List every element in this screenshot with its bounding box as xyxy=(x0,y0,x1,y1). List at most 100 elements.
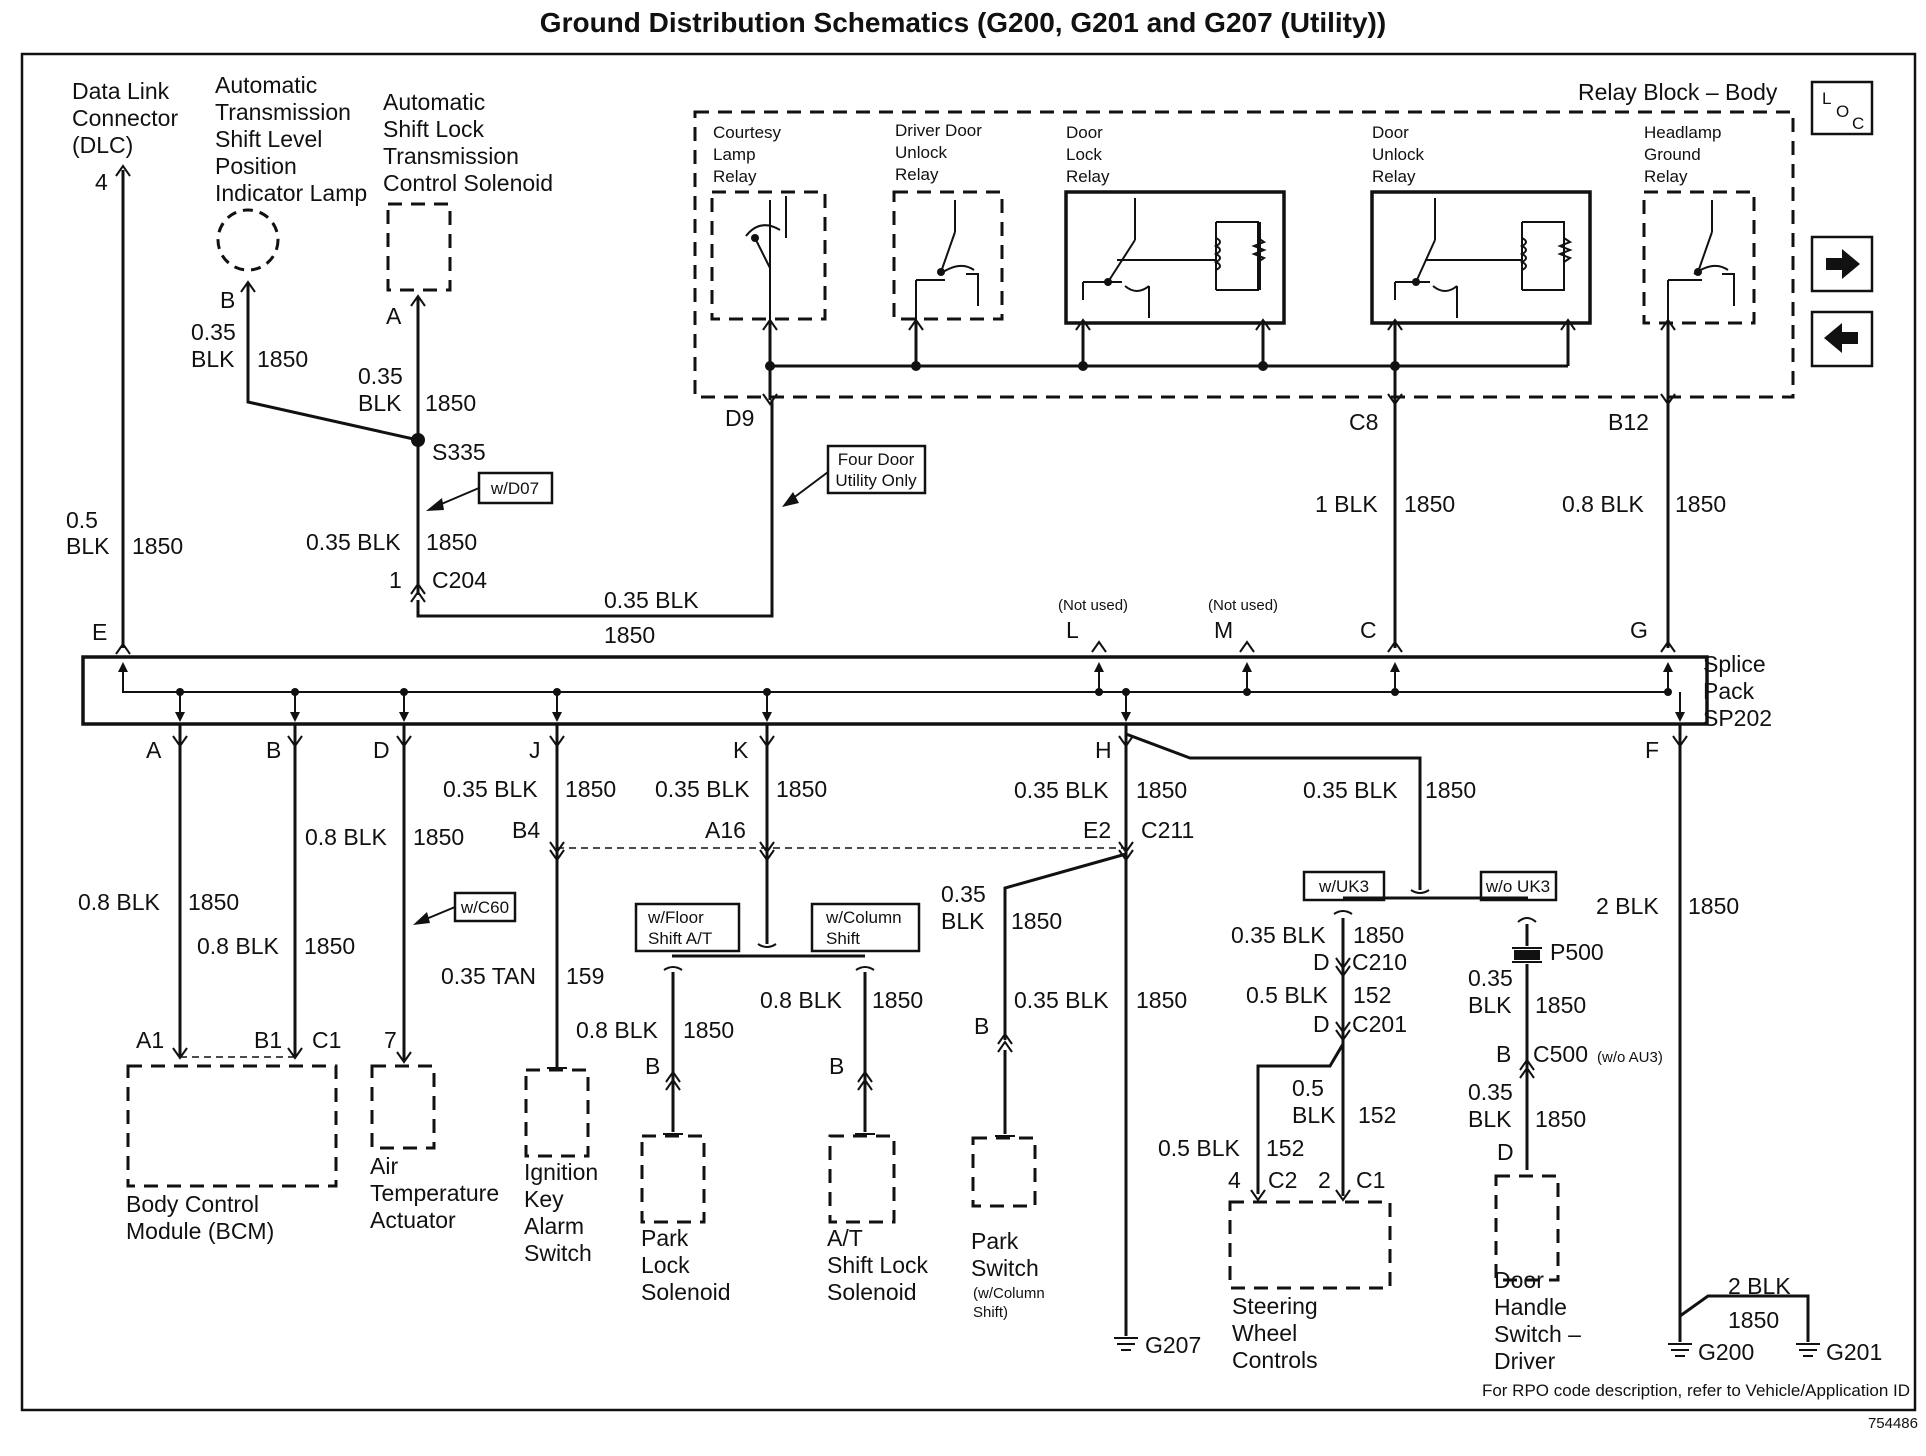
svg-text:A1: A1 xyxy=(136,1027,164,1053)
pin-label: D xyxy=(1313,949,1330,975)
pin-label: D xyxy=(1497,1139,1514,1165)
svg-text:SP202: SP202 xyxy=(1703,705,1772,731)
driver-door-unlock-relay xyxy=(892,190,1004,322)
svg-text:Shift: Shift xyxy=(826,929,860,948)
wire-label-a: 0.8 BLK 1850 xyxy=(78,889,239,915)
wire-label-s335: 0.35 BLK 1850 xyxy=(306,529,477,555)
svg-text:(Not used): (Not used) xyxy=(1208,597,1278,614)
svg-text:(DLC): (DLC) xyxy=(72,132,133,158)
wire-c201-branch xyxy=(1256,1043,1345,1194)
svg-text:152: 152 xyxy=(1353,982,1391,1008)
wire-park-switch xyxy=(1003,852,1127,1040)
park-lock-label: Park Lock Solenoid xyxy=(641,1225,731,1305)
svg-text:0.35: 0.35 xyxy=(1468,1079,1513,1105)
svg-text:0.35: 0.35 xyxy=(1468,965,1513,991)
connector-chevrons xyxy=(1250,1189,1351,1202)
svg-text:M: M xyxy=(1214,617,1233,643)
svg-text:Park: Park xyxy=(971,1228,1019,1254)
svg-text:0.35: 0.35 xyxy=(941,881,986,907)
svg-text:0.35 BLK: 0.35 BLK xyxy=(1014,777,1109,803)
svg-text:Door: Door xyxy=(1066,123,1103,142)
option-tag-four-door: Four Door Utility Only xyxy=(782,444,927,507)
svg-text:Lock: Lock xyxy=(1066,145,1102,164)
pin-label: 7 xyxy=(384,1027,397,1053)
wire-d9 xyxy=(416,400,774,618)
pin-label: B xyxy=(829,1053,844,1079)
svg-text:1850: 1850 xyxy=(872,987,923,1013)
option-tag-uk3: w/UK3 xyxy=(1302,870,1386,902)
pin-label: A xyxy=(386,303,402,329)
svg-text:F: F xyxy=(1645,737,1659,763)
svg-text:Park: Park xyxy=(641,1225,689,1251)
indicator-lamp-icon xyxy=(216,208,280,272)
svg-text:Alarm: Alarm xyxy=(524,1213,584,1239)
svg-text:Door: Door xyxy=(1494,1267,1544,1293)
svg-text:(Not used): (Not used) xyxy=(1058,597,1128,614)
ground-g200-icon xyxy=(1668,1343,1692,1357)
pin-label: E2 xyxy=(1083,817,1111,843)
svg-text:Air: Air xyxy=(370,1153,398,1179)
svg-text:Shift): Shift) xyxy=(973,1304,1008,1321)
option-tag-wo-uk3: w/o UK3 xyxy=(1479,870,1558,902)
wire-label-uk3: 0.35 BLK 1850 xyxy=(1231,922,1404,948)
option-note-au3: (w/o AU3) xyxy=(1597,1049,1663,1066)
rpo-note: For RPO code description, refer to Vehic… xyxy=(1482,1381,1910,1400)
connector-chevron xyxy=(759,841,775,862)
svg-text:1850: 1850 xyxy=(604,622,655,648)
svg-text:Splice: Splice xyxy=(1703,651,1766,677)
svg-text:Handle: Handle xyxy=(1494,1294,1567,1320)
loc-icon[interactable]: L O C xyxy=(1810,80,1874,136)
svg-text:0.5 BLK: 0.5 BLK xyxy=(1246,982,1328,1008)
svg-text:G: G xyxy=(1630,617,1648,643)
svg-text:0.35 BLK: 0.35 BLK xyxy=(604,587,699,613)
svg-text:1850: 1850 xyxy=(1675,491,1726,517)
wire-label-tan: 0.35 TAN 159 xyxy=(441,963,604,989)
svg-text:152: 152 xyxy=(1266,1135,1304,1161)
pin-label: C8 xyxy=(1349,409,1378,435)
svg-text:BLK: BLK xyxy=(1292,1102,1336,1128)
connector-chevron xyxy=(1660,393,1676,406)
svg-text:O: O xyxy=(1836,102,1849,121)
connector-bar xyxy=(1333,910,1353,915)
pin-label: B4 xyxy=(512,817,540,843)
shift-lock-label: A/T Shift Lock Solenoid xyxy=(827,1225,928,1305)
previous-page-arrow-icon[interactable] xyxy=(1810,310,1874,368)
shift-lock-solenoid-box xyxy=(828,1134,896,1224)
pin-label: 4 xyxy=(95,169,108,195)
svg-text:Lamp: Lamp xyxy=(713,145,756,164)
svg-text:2 BLK: 2 BLK xyxy=(1728,1273,1791,1299)
ground-g207-icon xyxy=(1114,1337,1138,1351)
next-page-arrow-icon[interactable] xyxy=(1810,235,1874,293)
svg-text:1850: 1850 xyxy=(1535,1106,1586,1132)
connector-bars xyxy=(663,966,875,971)
connector-chevron xyxy=(762,393,778,406)
svg-text:1850: 1850 xyxy=(413,824,464,850)
svg-text:1850: 1850 xyxy=(304,933,355,959)
connector-chevron xyxy=(549,841,565,862)
svg-text:1850: 1850 xyxy=(1404,491,1455,517)
ignition-label: Ignition Key Alarm Switch xyxy=(524,1159,598,1266)
svg-text:2 BLK: 2 BLK xyxy=(1596,893,1659,919)
svg-text:Controls: Controls xyxy=(1232,1347,1318,1373)
svg-text:Transmission: Transmission xyxy=(215,99,351,125)
pin-label: A16 xyxy=(705,817,746,843)
diagram-frame xyxy=(20,52,1917,1412)
svg-text:1850: 1850 xyxy=(776,776,827,802)
svg-text:0.8 BLK: 0.8 BLK xyxy=(576,1017,658,1043)
svg-text:Automatic: Automatic xyxy=(215,72,317,98)
svg-text:1850: 1850 xyxy=(132,533,183,559)
p500-connector xyxy=(1512,947,1542,963)
svg-text:0.8 BLK: 0.8 BLK xyxy=(78,889,160,915)
svg-text:D: D xyxy=(373,737,390,763)
svg-text:C2: C2 xyxy=(1268,1167,1297,1193)
figure-id: 754486 xyxy=(1868,1415,1918,1432)
svg-text:L: L xyxy=(1066,617,1079,643)
svg-text:Key: Key xyxy=(524,1186,564,1212)
svg-text:0.35: 0.35 xyxy=(191,319,236,345)
svg-text:Control Solenoid: Control Solenoid xyxy=(383,170,553,196)
solenoid-label: Automatic Shift Lock Transmission Contro… xyxy=(383,89,553,196)
wire-lamp xyxy=(246,284,419,442)
door-handle-switch-box xyxy=(1494,1174,1560,1282)
svg-text:E: E xyxy=(92,619,107,645)
